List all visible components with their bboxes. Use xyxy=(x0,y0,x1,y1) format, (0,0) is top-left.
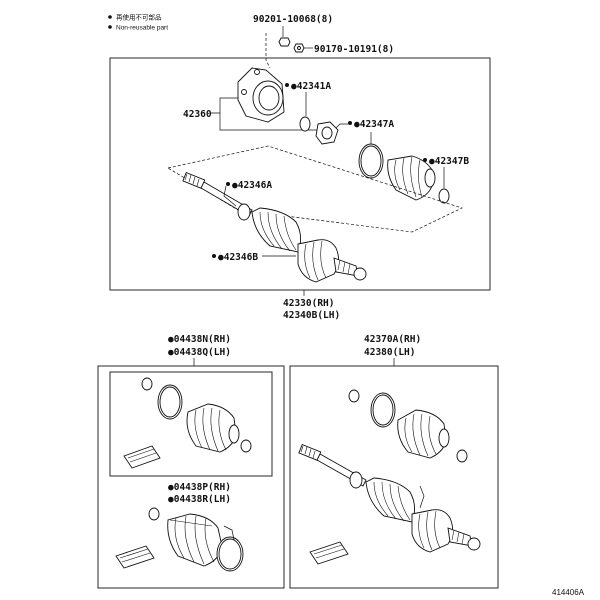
small-band-icon xyxy=(240,439,252,453)
bracket-hole-icon xyxy=(241,89,247,95)
band-tab-icon xyxy=(223,525,235,541)
non-reusable-marker-icon xyxy=(226,182,230,186)
part-number-kit1-lh: ●04438Q(LH) xyxy=(168,347,231,358)
nut-hole-icon xyxy=(297,46,301,50)
boot-ribs-icon xyxy=(194,407,227,452)
leader-line xyxy=(223,185,237,207)
small-band-icon xyxy=(456,449,468,463)
bearing-inner-icon xyxy=(258,85,280,111)
legend-english: Non-reusable part xyxy=(116,25,168,32)
part-number-bracket: 42360 xyxy=(183,109,212,120)
boot-ribs-icon xyxy=(394,156,423,198)
boot-band-outer: ●42347B xyxy=(423,156,469,204)
boot-clamp-ring-inner-icon xyxy=(159,386,181,418)
assy-frame-right xyxy=(289,365,499,589)
inner-boot-ribs-icon xyxy=(259,211,297,252)
inner-boot-bellows-icon xyxy=(167,513,223,567)
stub-shaft-end-icon xyxy=(353,267,367,281)
non-reusable-marker-icon xyxy=(348,121,352,125)
grease-packet-lines-icon xyxy=(313,544,345,559)
part-number-snap-ring: ●42341A xyxy=(291,81,331,92)
part-number-kit2-rh: ●04438P(RH) xyxy=(168,482,231,493)
boot-clamp-ring-inner-icon xyxy=(372,394,394,426)
part-number-assy2-lh: 42380(LH) xyxy=(364,347,415,358)
kit-frame-left xyxy=(97,365,285,589)
inner-boot-ribs-icon xyxy=(373,481,411,522)
part-number-boot-band-inner: ●42346B xyxy=(218,252,258,263)
inner-nut: ●42347A xyxy=(315,119,394,145)
band-tab-icon xyxy=(419,485,425,509)
spline-teeth-icon xyxy=(300,445,316,459)
outer-boot xyxy=(387,155,436,201)
assy2-contents xyxy=(298,389,481,565)
part-number-kit2-lh: ●04438R(LH) xyxy=(168,494,231,505)
shaft-collar-icon xyxy=(237,203,251,221)
part-number-assy2-rh: 42370A(RH) xyxy=(364,334,421,345)
large-boot-band-inner-icon xyxy=(218,538,242,570)
part-number-bolt: 90201-10068(8) xyxy=(253,14,333,25)
shaft-collar-icon xyxy=(349,471,363,489)
boot-end-icon xyxy=(424,168,436,188)
grease-packet-icon xyxy=(123,445,161,469)
grease-packet-lines-icon xyxy=(127,448,157,463)
part-number-kit1-rh: ●04438N(RH) xyxy=(168,334,231,345)
boot-clamp-ring-inner-icon xyxy=(360,145,382,177)
part-number-inner-nut: ●42347A xyxy=(354,119,394,130)
part-number-boot-band-outer: ●42347B xyxy=(429,156,469,167)
boot-bellows-icon xyxy=(387,155,433,201)
kit1-inner-frame xyxy=(109,371,273,477)
boot-end-icon xyxy=(438,428,450,448)
grease-packet-lines-icon xyxy=(119,548,151,563)
inner-boot-ribs-icon xyxy=(174,515,215,565)
small-band-icon xyxy=(438,188,450,204)
hub-nut-hole-icon xyxy=(321,126,333,140)
outer-joint-ribs-icon xyxy=(418,510,441,551)
part-number-nut: 90170-10191(8) xyxy=(314,44,394,55)
non-reusable-marker-icon xyxy=(212,254,216,258)
kit1-contents xyxy=(123,377,252,469)
grease-packet-icon xyxy=(115,545,155,569)
bearing-bracket: 42360 xyxy=(183,67,318,131)
boot-edge-icon xyxy=(169,519,213,527)
figure-id: 414406A xyxy=(552,588,585,597)
main-assembly-frame xyxy=(109,57,491,291)
stub-spline-icon xyxy=(337,259,351,275)
bolt-icon xyxy=(278,37,291,47)
kit2-contents xyxy=(115,507,244,572)
non-reusable-marker-icon xyxy=(108,15,112,19)
snap-ring-icon xyxy=(299,116,311,132)
outer-joint-ribs-icon xyxy=(304,240,327,281)
leader-line xyxy=(335,123,348,129)
snap-ring: ●42341A xyxy=(285,81,331,132)
legend-japanese: 再使用不可部品 xyxy=(116,13,162,22)
inner-boot-icon xyxy=(365,477,415,523)
small-snap-ring-icon xyxy=(141,377,153,391)
outer-joint-icon xyxy=(411,509,453,553)
boot-end-icon xyxy=(228,424,240,444)
legend: 再使用不可部品 Non-reusable part xyxy=(108,13,168,32)
non-reusable-marker-icon xyxy=(108,25,112,29)
outer-joint-icon xyxy=(297,239,339,283)
leader-line xyxy=(219,113,318,131)
leader-line xyxy=(210,97,238,114)
stub-shaft-end-icon xyxy=(467,537,481,551)
bolt-and-nut: 90201-10068(8) 90170-10191(8) xyxy=(253,14,394,69)
small-snap-ring-icon xyxy=(148,507,160,521)
part-number-assy-rh: 42330(RH) xyxy=(283,298,334,309)
part-number-assy-lh: 42340B(LH) xyxy=(283,310,340,321)
drive-shaft: ●42346A ●42346B xyxy=(182,171,367,283)
inner-boot-icon xyxy=(251,207,301,253)
bracket-hole-icon xyxy=(254,69,260,75)
part-number-shaft-ring: ●42346A xyxy=(232,180,272,191)
small-snap-ring-icon xyxy=(348,389,360,403)
spline-teeth-icon xyxy=(184,173,200,187)
non-reusable-marker-icon xyxy=(423,158,427,162)
grease-packet-icon xyxy=(309,541,349,565)
boot-ribs-icon xyxy=(404,413,437,457)
non-reusable-marker-icon xyxy=(285,83,289,87)
dashed-assembly-line xyxy=(265,33,271,69)
boot-bellows-icon xyxy=(397,409,447,459)
stub-spline-icon xyxy=(451,529,465,545)
